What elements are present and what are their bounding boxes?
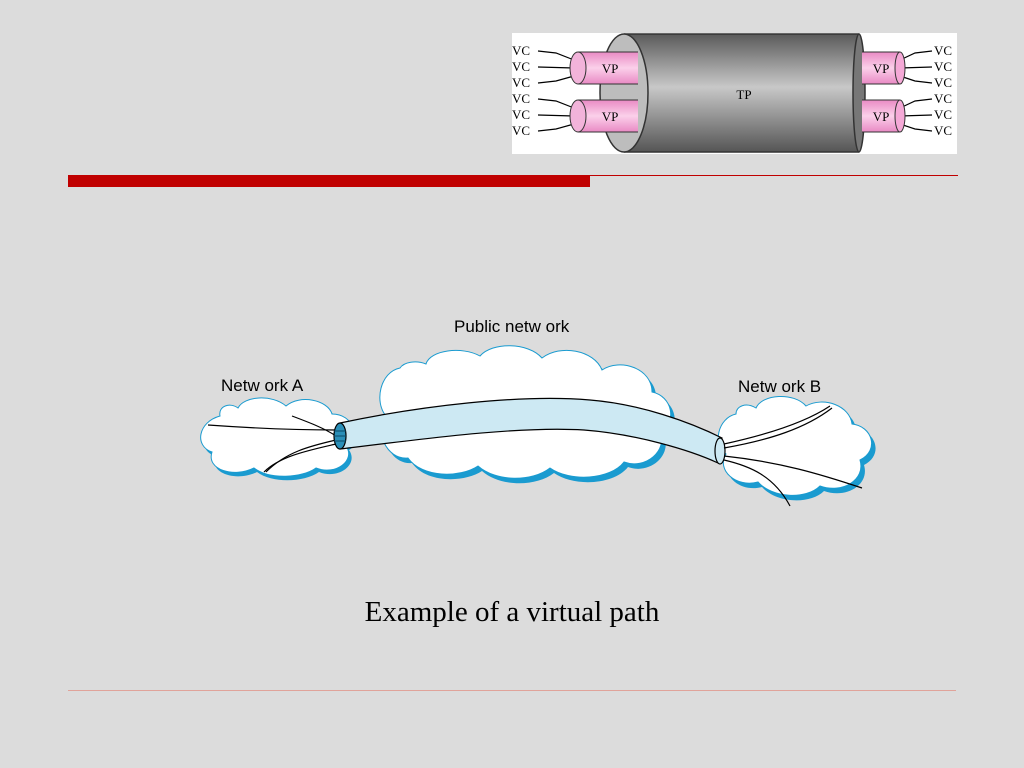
vc-label: VC xyxy=(934,91,952,106)
tp-vp-vc-diagram: VC VC VC VC VC VC VC VC VC VC VC VC xyxy=(512,33,952,153)
network-a-label: Netw ork A xyxy=(221,376,304,395)
figure-caption: Example of a virtual path xyxy=(364,596,660,628)
vc-label: VC xyxy=(934,75,952,90)
vc-label: VC xyxy=(512,91,530,106)
vc-label: VC xyxy=(934,107,952,122)
footer-divider xyxy=(68,690,956,691)
vc-label: VC xyxy=(512,75,530,90)
vc-label: VC xyxy=(934,123,952,138)
vp-label: VP xyxy=(602,61,619,76)
virtual-path-network-figure: Public netw ork Netw ork A Netw ork B xyxy=(190,310,880,520)
tp-cylinder: TP xyxy=(599,33,866,153)
vc-label: VC xyxy=(512,107,530,122)
network-a-paths xyxy=(207,415,337,473)
network-b-cloud xyxy=(717,395,876,501)
network-a-cloud xyxy=(200,397,357,481)
tp-label: TP xyxy=(736,87,751,102)
vp-tube-left-top: VP xyxy=(569,51,638,85)
left-vc-labels: VC VC VC VC VC VC xyxy=(512,43,530,138)
vp-tube-right-top: VP xyxy=(862,51,906,85)
vp-tube-left-bottom: VP xyxy=(569,99,638,133)
vp-label: VP xyxy=(602,109,619,124)
network-b-paths xyxy=(723,405,863,507)
vp-label: VP xyxy=(873,61,890,76)
right-vc-labels: VC VC VC VC VC VC xyxy=(934,43,952,138)
vc-label: VC xyxy=(934,59,952,74)
vc-label: VC xyxy=(512,123,530,138)
vp-label: VP xyxy=(873,109,890,124)
vp-tube-right-bottom: VP xyxy=(862,99,906,133)
header-accent-bar xyxy=(68,175,590,187)
left-vc-wires xyxy=(537,50,575,132)
public-network-label: Public netw ork xyxy=(454,317,570,336)
network-b-label: Netw ork B xyxy=(738,377,821,396)
tp-vp-vc-figure: VC VC VC VC VC VC VC VC VC VC VC VC xyxy=(512,33,957,154)
vc-label: VC xyxy=(512,43,530,58)
virtual-path-pipe xyxy=(333,397,726,465)
network-diagram: Public netw ork Netw ork A Netw ork B xyxy=(200,317,876,507)
vc-label: VC xyxy=(512,59,530,74)
vc-label: VC xyxy=(934,43,952,58)
header-accent-line xyxy=(590,175,958,176)
